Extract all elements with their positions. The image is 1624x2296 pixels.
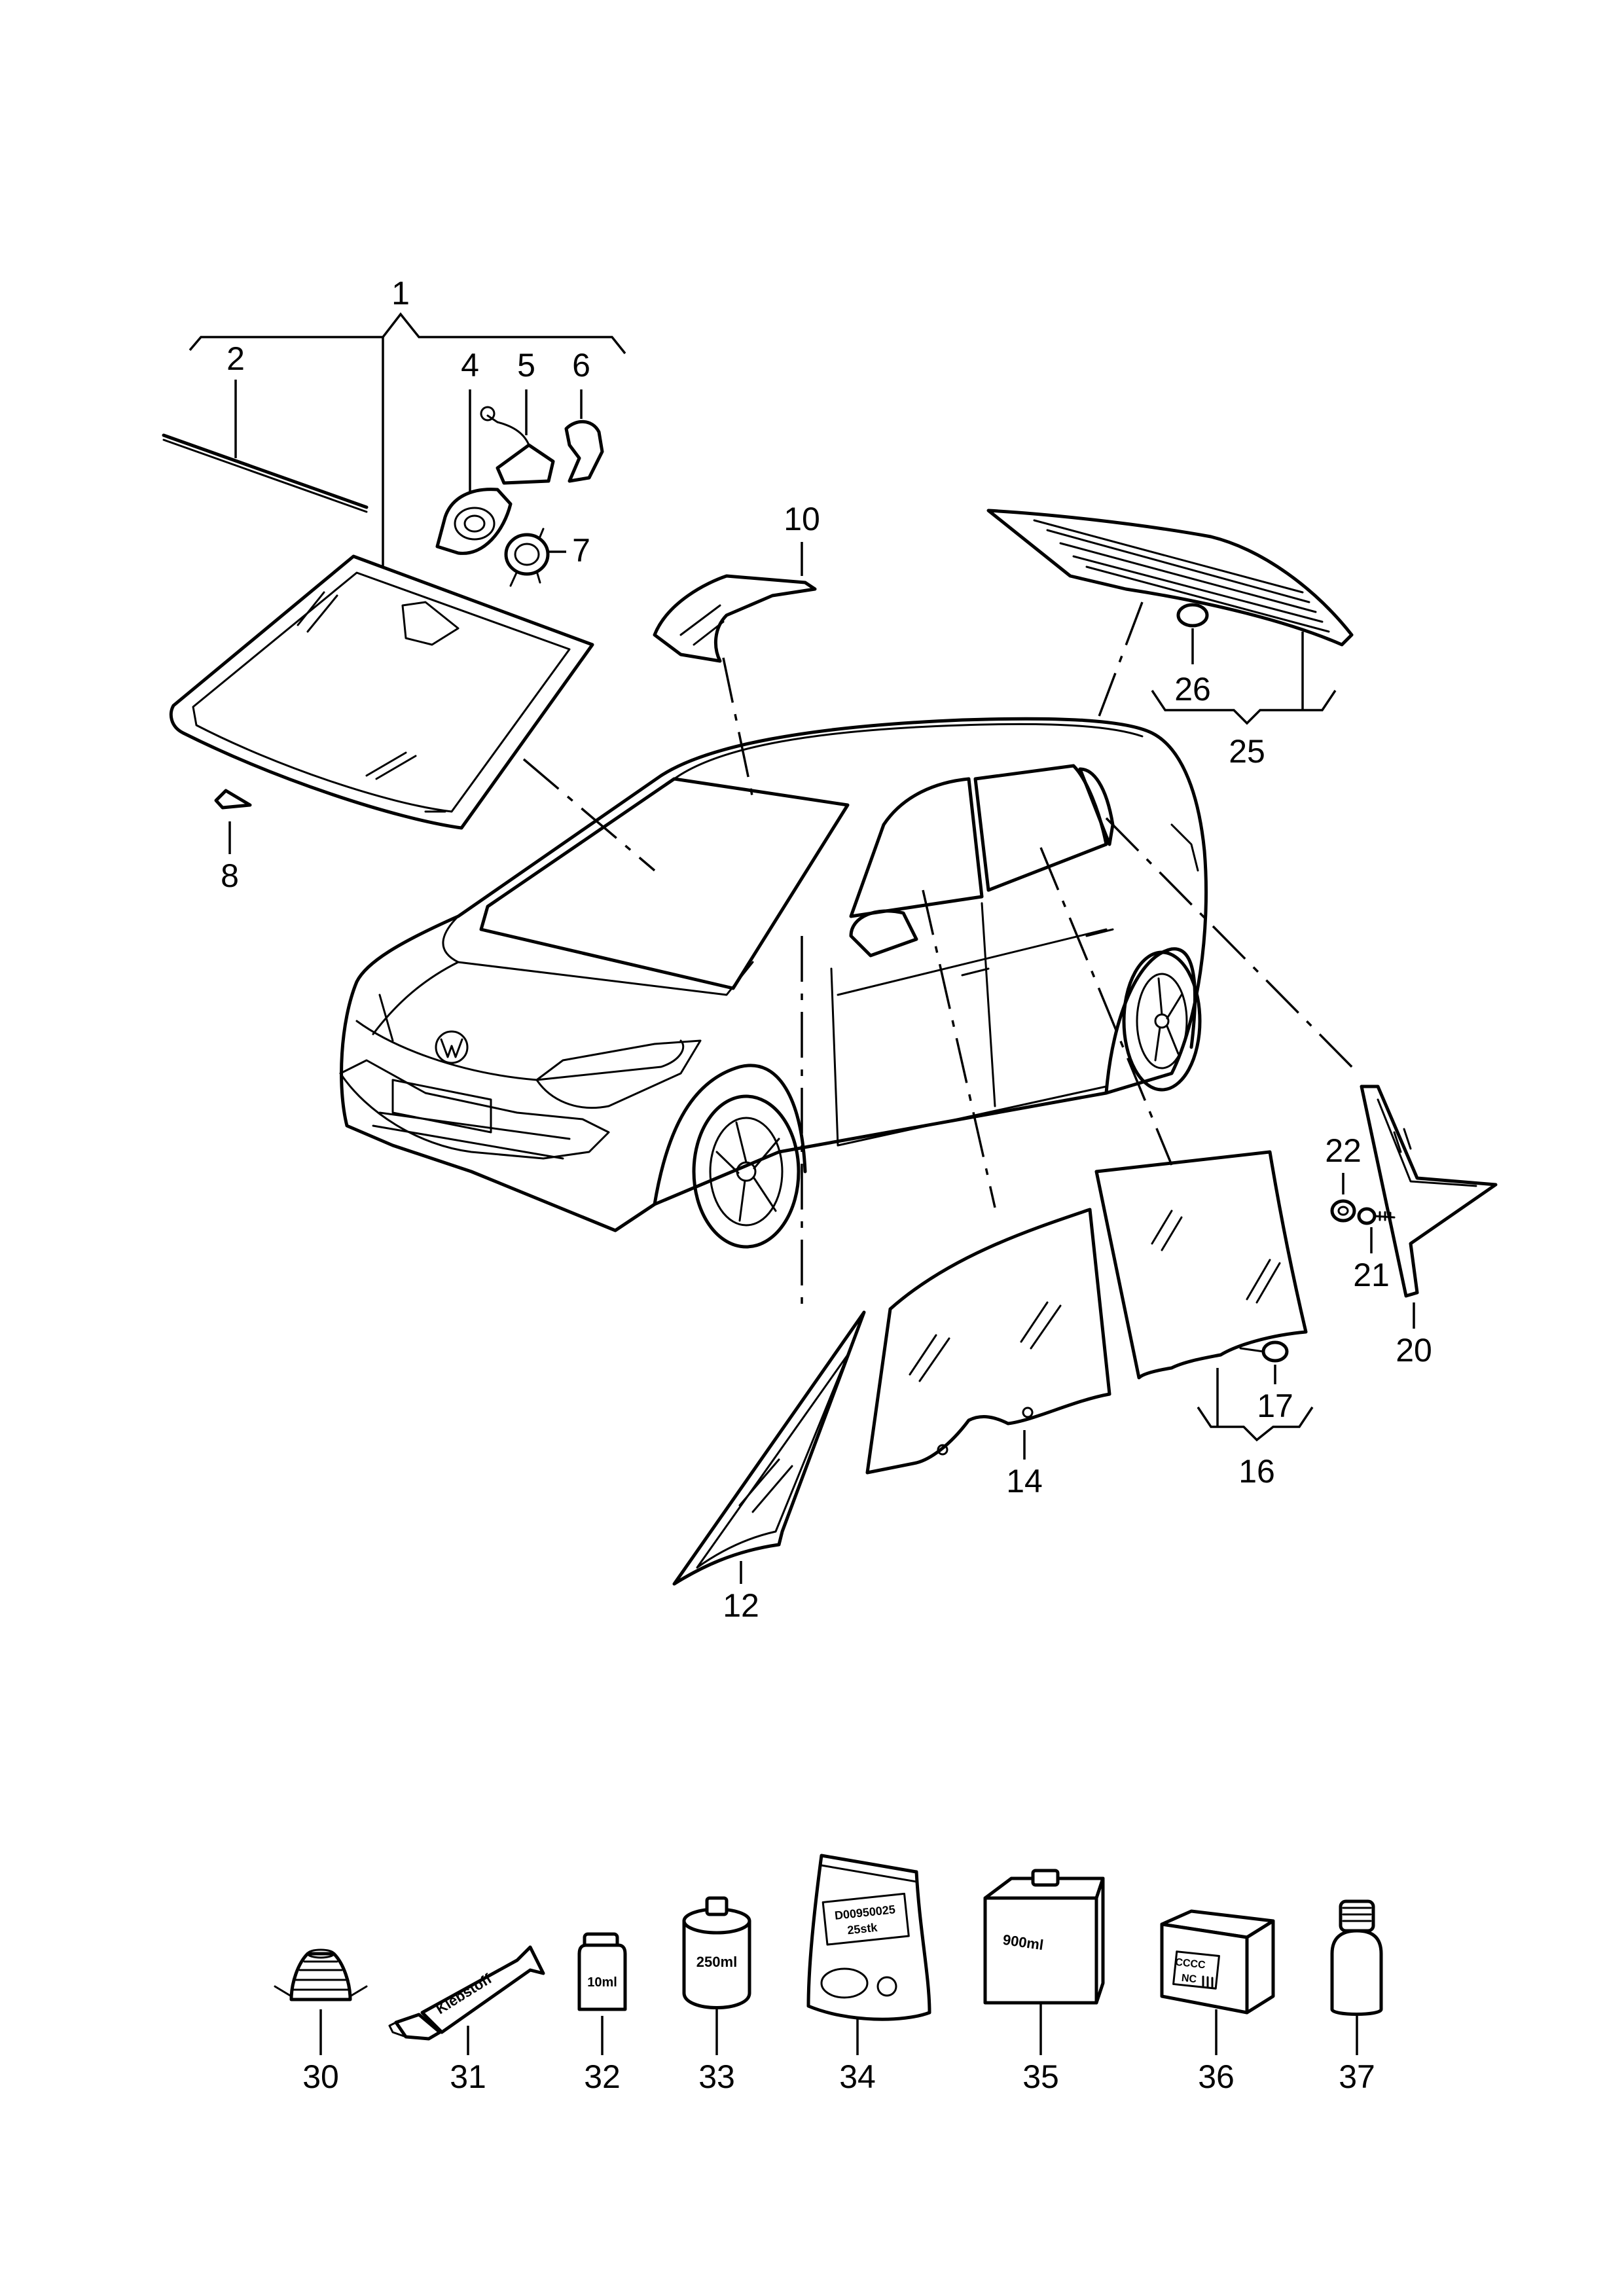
assembly-leader-lines bbox=[522, 601, 1360, 1309]
callout-8: 8 bbox=[221, 857, 239, 894]
part-20-rear-quarter-glass: 20 bbox=[1360, 1085, 1498, 1369]
part-8-clip: 8 bbox=[214, 789, 252, 894]
callout-group-1: 1 bbox=[189, 275, 626, 569]
box-label-line1: CCCC bbox=[1175, 1957, 1206, 1971]
part-25-rear-window: 26 25 bbox=[986, 509, 1354, 770]
callout-20: 20 bbox=[1396, 1332, 1432, 1369]
callout-12: 12 bbox=[723, 1587, 759, 1624]
part-14-front-door-glass: 14 bbox=[865, 1208, 1111, 1499]
item-33-jar: 250ml 33 bbox=[682, 1896, 751, 2095]
callout-30: 30 bbox=[302, 2058, 339, 2095]
part-1-windshield bbox=[169, 554, 594, 830]
item-37-bottle: 37 bbox=[1330, 1899, 1383, 2095]
callout-10: 10 bbox=[784, 501, 820, 537]
callout-35: 35 bbox=[1022, 2058, 1059, 2095]
item-30-grommet: 30 bbox=[274, 1948, 368, 2095]
callout-22: 22 bbox=[1325, 1132, 1362, 1169]
callout-37: 37 bbox=[1339, 2058, 1375, 2095]
item-36-box: CCCC NC 36 bbox=[1160, 1909, 1275, 2095]
callout-4: 4 bbox=[461, 347, 479, 384]
callout-2: 2 bbox=[226, 340, 245, 377]
part-10-pillar-trim: 10 bbox=[653, 501, 820, 663]
small-bottle-label: 10ml bbox=[587, 1975, 617, 1990]
callout-21: 21 bbox=[1353, 1257, 1390, 1293]
callout-16: 16 bbox=[1238, 1453, 1275, 1490]
callout-25: 25 bbox=[1229, 733, 1265, 770]
callout-32: 32 bbox=[584, 2058, 621, 2095]
callout-6: 6 bbox=[572, 347, 590, 384]
box-label-line2: NC bbox=[1181, 1973, 1197, 1985]
callout-5: 5 bbox=[517, 347, 535, 384]
jar-label: 250ml bbox=[696, 1954, 737, 1970]
callout-33: 33 bbox=[698, 2058, 735, 2095]
callout-1: 1 bbox=[391, 275, 410, 312]
callout-36: 36 bbox=[1198, 2058, 1235, 2095]
item-31-adhesive-tube: Klebstoff 31 bbox=[388, 1945, 545, 2095]
part-5-sensor-cable: 5 bbox=[480, 347, 555, 485]
callout-31: 31 bbox=[450, 2058, 486, 2095]
item-35-can: 900ml 35 bbox=[983, 1869, 1105, 2095]
part-12-quarter-glass: 12 bbox=[672, 1310, 866, 1624]
part-4-mirror-mount: 4 bbox=[435, 347, 513, 555]
part-21-screw: 21 bbox=[1353, 1207, 1396, 1293]
bag-label-line2: 25stk bbox=[846, 1921, 878, 1937]
part-2-trim-strip: 2 bbox=[162, 340, 369, 513]
callout-14: 14 bbox=[1006, 1463, 1043, 1499]
part-6-bracket: 6 bbox=[564, 347, 604, 483]
item-34-parts-bag: D00950025 25stk 34 bbox=[806, 1854, 931, 2095]
item-32-small-bottle: 10ml 32 bbox=[577, 1932, 627, 2095]
part-7-rain-sensor: 7 bbox=[504, 528, 590, 587]
part-16-rear-door-glass: 17 16 bbox=[1094, 1150, 1314, 1490]
callout-26: 26 bbox=[1174, 671, 1211, 708]
callout-17: 17 bbox=[1257, 1388, 1293, 1424]
callout-7: 7 bbox=[572, 532, 590, 569]
car-illustration bbox=[339, 717, 1208, 1249]
part-22-nut: 22 bbox=[1325, 1132, 1362, 1223]
callout-34: 34 bbox=[839, 2058, 876, 2095]
